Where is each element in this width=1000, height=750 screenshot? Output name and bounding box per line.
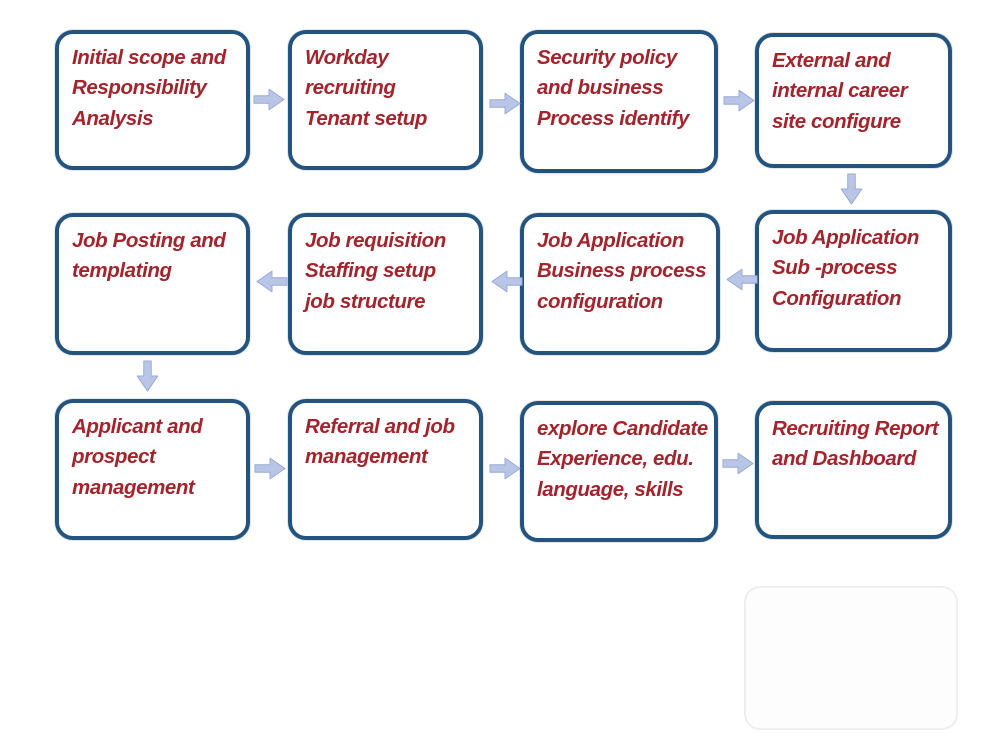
box-security-policy: Security policy and business Process ide… xyxy=(520,30,718,173)
arrow-right-icon-9-10 xyxy=(254,455,286,482)
box-recruiting-report: Recruiting Report and Dashboard xyxy=(755,401,952,539)
arrow-left-icon-7-6 xyxy=(491,268,523,295)
box-referral-management: Referral and job management xyxy=(288,399,483,540)
box-job-posting: Job Posting and templating xyxy=(55,213,250,355)
box-recruiting-report-label: Recruiting Report and Dashboard xyxy=(772,417,939,471)
box-job-requisition-label: Job requisition Staffing setup job struc… xyxy=(305,229,446,313)
box-security-policy-label: Security policy and business Process ide… xyxy=(537,46,689,130)
box-career-site: External and internal career site config… xyxy=(755,33,952,168)
arrow-down-icon-5-9 xyxy=(134,360,161,392)
box-initial-scope-label: Initial scope and Responsibility Analysi… xyxy=(72,46,226,130)
arrow-right-icon-2-3 xyxy=(489,90,521,117)
box-tenant-setup-label: Workday recruiting Tenant setup xyxy=(305,46,428,130)
arrow-left-icon-6-5 xyxy=(256,268,288,295)
arrow-left-icon-8-7 xyxy=(726,266,758,293)
arrow-right-icon-10-11 xyxy=(489,455,521,482)
box-applicant-management: Applicant and prospect management xyxy=(55,399,250,540)
box-candidate-experience: explore Candidate Experience, edu. langu… xyxy=(520,401,718,542)
box-tenant-setup: Workday recruiting Tenant setup xyxy=(288,30,483,170)
box-career-site-label: External and internal career site config… xyxy=(772,49,908,133)
arrow-right-icon-1-2 xyxy=(253,86,285,113)
box-applicant-management-label: Applicant and prospect management xyxy=(72,415,203,499)
arrow-right-icon-3-4 xyxy=(723,87,755,114)
box-initial-scope: Initial scope and Responsibility Analysi… xyxy=(55,30,250,170)
box-job-app-sub-process: Job Application Sub -process Configurati… xyxy=(755,210,952,352)
arrow-down-icon-4-8 xyxy=(838,173,865,205)
box-referral-management-label: Referral and job management xyxy=(305,415,455,469)
box-candidate-experience-label: explore Candidate Experience, edu. langu… xyxy=(537,417,708,501)
ghost-box-artifact xyxy=(744,586,958,730)
arrow-right-icon-11-12 xyxy=(722,450,754,477)
box-job-app-sub-process-label: Job Application Sub -process Configurati… xyxy=(772,226,919,310)
box-job-app-business-process: Job Application Business process configu… xyxy=(520,213,720,355)
box-job-app-business-process-label: Job Application Business process configu… xyxy=(537,229,707,313)
box-job-requisition: Job requisition Staffing setup job struc… xyxy=(288,213,483,355)
box-job-posting-label: Job Posting and templating xyxy=(72,229,226,283)
